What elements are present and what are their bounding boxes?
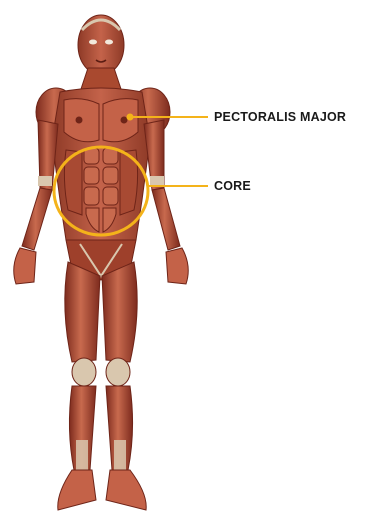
pectoralis-major-label: PECTORALIS MAJOR bbox=[214, 110, 346, 124]
head bbox=[78, 15, 124, 75]
legs bbox=[65, 262, 137, 470]
core-label: CORE bbox=[214, 179, 251, 193]
feet bbox=[58, 470, 146, 510]
